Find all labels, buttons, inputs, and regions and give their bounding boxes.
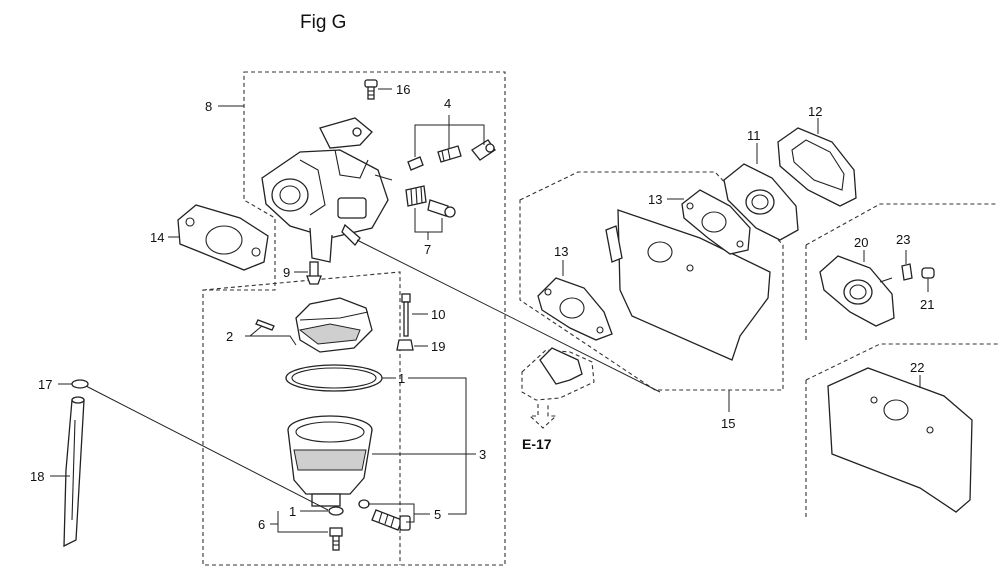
- breather-tube: [521, 347, 595, 401]
- callout-8: 8: [205, 99, 212, 114]
- callout-19: 19: [431, 339, 445, 354]
- callout-12: 12: [808, 104, 822, 119]
- insulator-plate: [605, 209, 771, 361]
- variant-box-lower: [805, 343, 998, 381]
- float-chamber-boundary: [202, 271, 401, 565]
- callout-5: 5: [434, 507, 441, 522]
- callout-14: 14: [150, 230, 164, 245]
- part-19-nut: [396, 339, 414, 351]
- callout-11: 11: [747, 128, 761, 143]
- callout-20: 20: [854, 235, 868, 250]
- callout-15: 15: [721, 416, 735, 431]
- part-20-insulator: [819, 255, 895, 327]
- callout-18: 18: [30, 469, 44, 484]
- part-14-gasket: [177, 204, 269, 271]
- callout-6: 6: [258, 517, 265, 532]
- callout-1-lower: 1: [289, 504, 296, 519]
- callout-17: 17: [38, 377, 52, 392]
- callout-2: 2: [226, 329, 233, 344]
- part-5-drain-screw: [358, 499, 411, 531]
- gasket-set-boundary: [519, 171, 784, 391]
- part-7-pilot-screw: [405, 185, 456, 218]
- callout-1-upper: 1: [398, 371, 405, 386]
- part-22-plate: [827, 367, 973, 513]
- part-3-float-chamber: [287, 415, 373, 507]
- callout-3: 3: [479, 447, 486, 462]
- part-12-gasket: [777, 127, 857, 207]
- part-13-gasket-left: [537, 277, 613, 341]
- callout-21: 21: [920, 297, 934, 312]
- reference-e17: E-17: [522, 436, 552, 452]
- part-6-bolt: [329, 527, 343, 551]
- carburetor-body: [261, 117, 393, 263]
- part-9-jet: [306, 261, 322, 285]
- callout-9: 9: [283, 265, 290, 280]
- callout-23: 23: [896, 232, 910, 247]
- float: [295, 297, 373, 353]
- part-17-clip: [71, 379, 89, 389]
- part-23-screw: [901, 263, 913, 281]
- figure-title: Fig G: [300, 12, 346, 33]
- callout-13-left: 13: [554, 244, 568, 259]
- callout-4: 4: [444, 96, 451, 111]
- part-21-cap: [921, 267, 935, 279]
- callout-10: 10: [431, 307, 445, 322]
- part-4-screws: [407, 139, 496, 171]
- part-1-oring: [285, 364, 383, 392]
- part-10-needle: [401, 293, 411, 337]
- callout-13-right: 13: [648, 192, 662, 207]
- part-2-float-pin: [255, 319, 275, 331]
- variant-box-upper: [805, 203, 998, 246]
- part-18-fuel-tube: [63, 396, 85, 548]
- part-6-washer: [328, 506, 344, 516]
- part-16-screw: [364, 79, 378, 100]
- reference-arrow: [528, 404, 558, 429]
- part-13-gasket-right: [681, 189, 751, 255]
- callout-22: 22: [910, 360, 924, 375]
- part-11-insulator: [723, 163, 799, 241]
- callout-7: 7: [424, 242, 431, 257]
- callout-16: 16: [396, 82, 410, 97]
